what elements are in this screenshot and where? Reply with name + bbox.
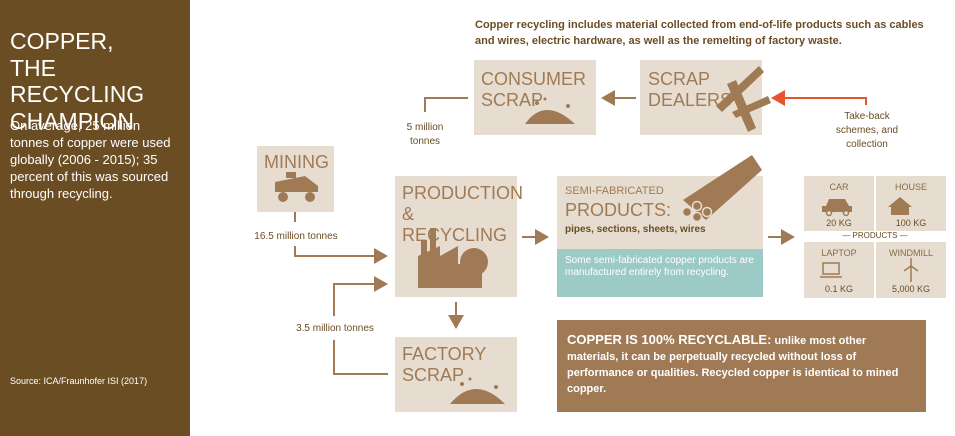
recyclable-lead: COPPER IS 100% RECYCLABLE: [567,332,772,347]
product-name: WINDMILL [888,248,933,258]
title-line-2: THE RECYCLING [10,54,145,108]
factory-flow-label: 3.5 million tonnes [296,323,374,334]
recyclable-body: unlike most other materials, it can be p… [567,335,899,395]
products-label: — PRODUCTS — [804,231,946,240]
recyclable-text: COPPER IS 100% RECYCLABLE: unlike most o… [567,331,917,398]
semi-fabricated-note: Some semi-fabricated copper products are… [565,255,754,278]
consumer-scrap-line2: SCRAP [481,90,544,111]
pipes-icon [681,155,762,223]
mining-to-production-arrow [294,246,388,264]
production-title: PRODUCTION & RECYCLING [402,183,523,247]
factory-to-production-arrow [333,340,388,375]
scrap-wood-icon [716,66,771,132]
product-name: CAR [829,182,849,192]
products-label-text: PRODUCTS [852,231,898,240]
production-line2: & RECYCLING [402,204,508,246]
consumer-to-production-arrow [424,97,468,112]
factory-scrap-line2: SCRAP [402,365,465,386]
takeback-line1: Take-back [844,111,890,122]
product-name: HOUSE [894,182,927,192]
source-note: Source: ICA/Fraunhofer ISI (2017) [10,376,148,386]
scrap-dealers-line2: DEALERS [648,90,733,111]
factory-scrap-title: FACTORY SCRAP [402,344,486,386]
sidebar-body: On average, 25 million tonnes of copper … [10,118,171,201]
consumer-flow-line1: 5 million [406,122,444,133]
takeback-label: Take-back schemes, and collection [826,110,908,152]
recyclable-box: COPPER IS 100% RECYCLABLE: unlike most o… [557,320,926,412]
consumer-flow-label: 5 million tonnes [395,121,455,149]
consumer-flow-line2: tonnes [409,136,441,147]
house-icon [888,197,912,215]
windmill-icon [903,258,919,282]
scrap-pile-icon [450,377,505,404]
semi-fabricated-title: PRODUCTS: [565,200,672,220]
product-weight: 100 KG [895,218,927,228]
product-car: CAR 20 KG [804,176,874,232]
semi-fabricated-types: pipes, sections, sheets, wires [565,224,706,235]
product-weight: 0.1 KG [824,284,853,294]
semi-fabricated-note-box [557,249,763,297]
car-icon [822,199,852,217]
laptop-icon [820,262,842,278]
scrap-pile-icon [525,97,575,124]
semi-fabricated-label: SEMI-FABRICATED [565,185,664,197]
takeback-arrow [771,90,867,106]
mining-title: MINING [264,152,329,172]
consumer-scrap-title: CONSUMER SCRAP [481,69,586,111]
product-name: LAPTOP [821,248,857,258]
mining-truck-icon [275,172,318,202]
scrap-dealers-box: SCRAP DEALERS [640,60,762,135]
factory-scrap-line1: FACTORY [402,344,487,364]
product-house: HOUSE 100 KG [876,176,946,232]
factory-loop-top [333,276,388,316]
factory-icon [418,228,488,288]
takeback-line3: collection [846,139,888,150]
title-line-1: COPPER, [10,28,114,54]
mining-flow-label: 16.5 million tonnes [254,231,338,242]
consumer-scrap-line1: CONSUMER [481,69,587,89]
scrap-dealers-line1: SCRAP [648,69,711,89]
sidebar: COPPER, THE RECYCLING CHAMPION On averag… [0,0,190,436]
intro-text: Copper recycling includes material colle… [475,19,924,47]
takeback-line2: schemes, and [835,125,899,136]
product-weight: 5,000 KG [891,284,931,294]
scrap-dealers-title: SCRAP DEALERS [648,69,732,111]
title-line-3: CHAMPION [10,108,134,135]
sidebar-title: COPPER, THE RECYCLING CHAMPION [10,28,185,135]
product-weight: 20 KG [826,218,852,228]
production-line1: PRODUCTION [402,183,523,203]
